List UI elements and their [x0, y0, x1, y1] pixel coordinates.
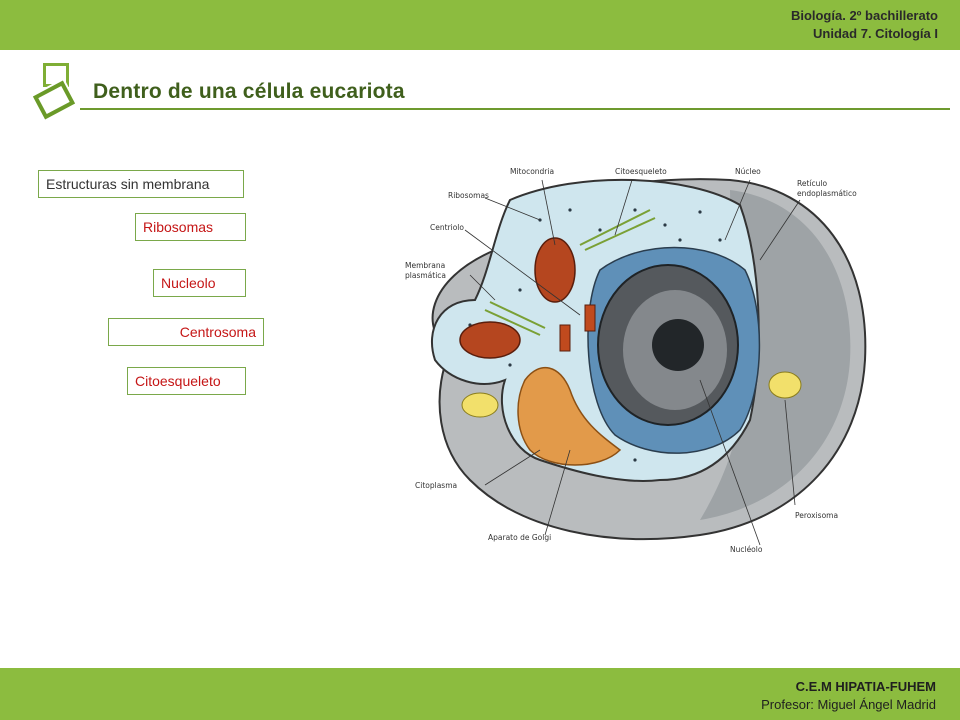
label-golgi: Aparato de Golgi	[488, 533, 551, 542]
label-centriolo: Centriolo	[430, 223, 464, 232]
slide-title: Dentro de una célula eucariota	[93, 80, 405, 103]
peroxisome	[768, 371, 802, 399]
label-reticulo-1: Retículo	[797, 179, 827, 188]
mitochondrion-left	[459, 321, 521, 359]
label-heading: Estructuras sin membrana	[38, 170, 244, 198]
footer-info: C.E.M HIPATIA-FUHEM Profesor: Miguel Áng…	[761, 678, 936, 714]
bottom-bar	[0, 668, 960, 720]
centriole-a	[584, 304, 596, 332]
label-mitocondria: Mitocondria	[510, 167, 554, 176]
mitochondrion-top	[534, 237, 576, 303]
label-ribosomas-diagram: Ribosomas	[448, 191, 489, 200]
course-info: Biología. 2º bachillerato Unidad 7. Cito…	[791, 7, 938, 43]
school-name: C.E.M HIPATIA-FUHEM	[795, 679, 936, 694]
label-citoplasma: Citoplasma	[415, 481, 457, 490]
label-ribosomas: Ribosomas	[135, 213, 246, 241]
slide-logo-icon	[30, 61, 78, 120]
label-nucleolo: Nucleolo	[153, 269, 246, 297]
label-citoesqueleto-diagram: Citoesqueleto	[615, 167, 667, 176]
golgi-apparatus	[517, 366, 622, 466]
label-peroxisoma: Peroxisoma	[795, 511, 838, 520]
nucleolus	[652, 319, 704, 371]
top-bar	[0, 0, 960, 50]
centriole-b	[559, 324, 571, 352]
label-membrana-1: Membrana	[405, 261, 445, 270]
title-divider	[80, 108, 950, 110]
label-nucleolo-diagram: Nucléolo	[730, 545, 763, 554]
label-reticulo-2: endoplasmático	[797, 189, 857, 198]
label-nucleo: Núcleo	[735, 167, 761, 176]
teacher-name: Profesor: Miguel Ángel Madrid	[761, 697, 936, 712]
label-membrana-2: plasmática	[405, 271, 446, 280]
cytoskeleton-fibers	[484, 209, 656, 336]
label-citoesqueleto: Citoesqueleto	[127, 367, 246, 395]
leader-lines	[464, 179, 801, 546]
course-line-1: Biología. 2º bachillerato	[790, 8, 938, 23]
eukaryotic-cell-diagram: Mitocondria Citoesqueleto Núcleo Retícul…	[405, 167, 867, 554]
vesicle	[461, 392, 499, 418]
course-line-2: Unidad 7. Citología I	[813, 26, 938, 41]
label-centrosoma: Centrosoma	[108, 318, 264, 346]
